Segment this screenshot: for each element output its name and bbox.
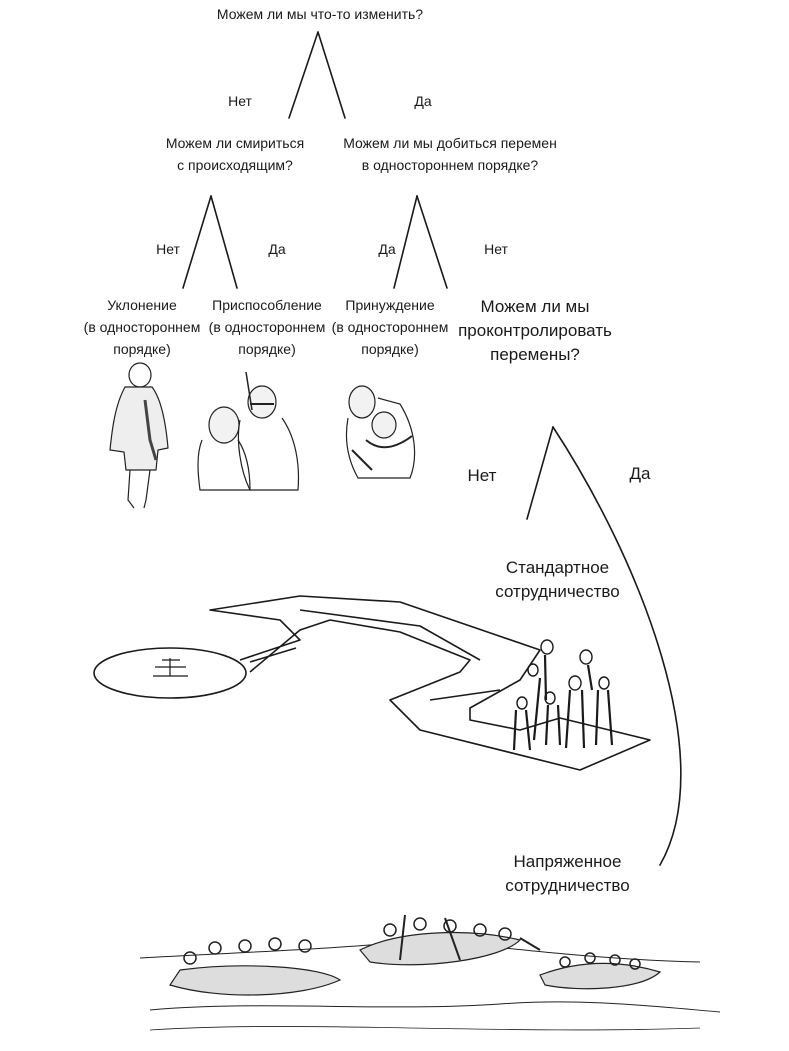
branch-accept-yes	[210, 195, 238, 289]
control-question: Можем ли мы проконтролировать перемены?	[458, 297, 612, 364]
unilateral-no-label: Нет	[484, 241, 508, 257]
root-no-label: Нет	[228, 93, 252, 109]
maze-path-with-group-sketch	[93, 595, 651, 771]
exit-option: Уклонение (в одностороннем порядке)	[83, 297, 201, 357]
branch-root-no	[288, 31, 319, 119]
force-option: Принуждение (в одностороннем порядке)	[331, 297, 449, 357]
branch-unilateral-yes	[393, 195, 418, 289]
root-question: Можем ли мы что-то изменить?	[216, 6, 424, 22]
two-people-sketch	[197, 371, 300, 491]
root-yes-label: Да	[414, 93, 432, 109]
walking-person-sketch	[109, 362, 169, 509]
adapt-option: Приспособление (в одностороннем порядке)	[208, 297, 326, 357]
accept-yes-label: Да	[268, 241, 286, 257]
unilateral-question: Можем ли мы добиться перемен в односторо…	[343, 135, 557, 173]
rafting-boats-sketch	[139, 914, 721, 1031]
branch-control-no	[526, 426, 554, 520]
unilateral-yes-label: Да	[378, 241, 396, 257]
standard-collaboration: Стандартное сотрудничество	[495, 558, 620, 601]
stretch-collaboration: Напряженное сотрудничество	[505, 852, 630, 895]
wrestling-people-sketch	[345, 385, 416, 479]
branch-root-yes	[317, 31, 346, 119]
accept-no-label: Нет	[156, 241, 180, 257]
branch-accept-no	[182, 195, 212, 289]
branch-control-yes	[552, 426, 682, 866]
control-no-label: Нет	[467, 466, 497, 485]
branch-unilateral-no	[416, 195, 448, 289]
control-yes-label: Да	[629, 464, 651, 483]
accept-question: Можем ли смириться с происходящим?	[165, 135, 305, 173]
